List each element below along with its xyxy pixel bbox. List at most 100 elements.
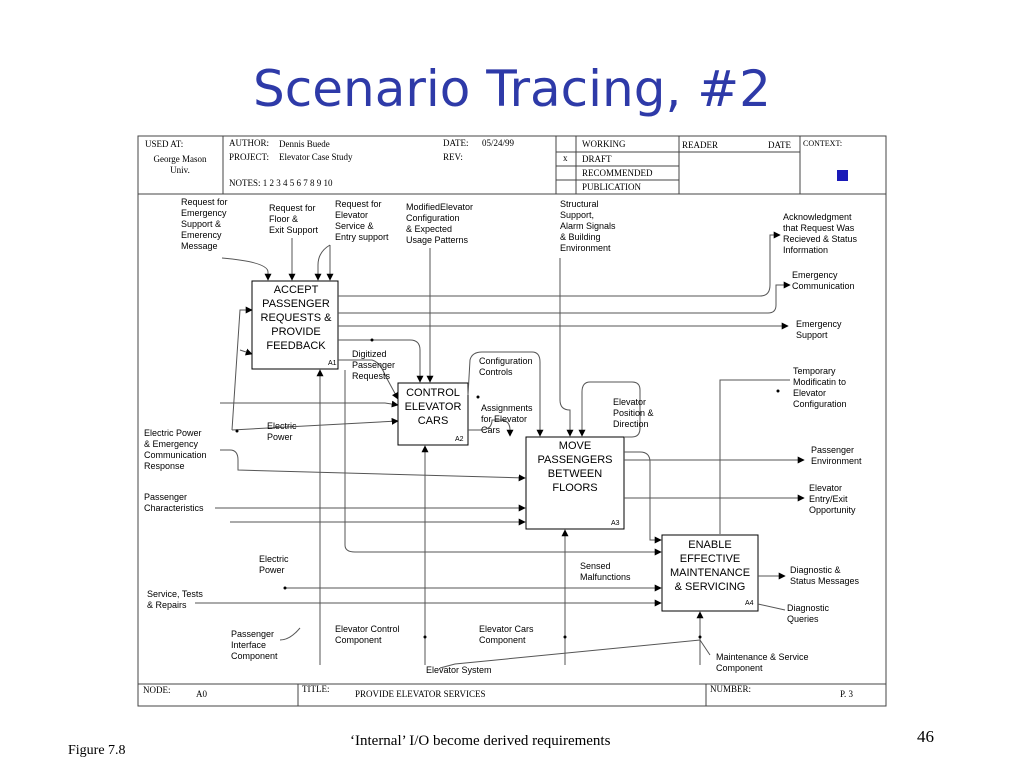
label-entry-exit-2: Entry/Exit: [809, 494, 848, 504]
author-value: Dennis Buede: [279, 139, 330, 149]
used-at-line-1: George Mason: [153, 154, 207, 164]
activity-a3: MOVE PASSENGERS BETWEEN FLOORS A3: [525, 436, 625, 530]
label-request-support-2: Emergency: [181, 208, 227, 218]
label-pass-env: Passenger: [811, 445, 854, 455]
label-modified-config-2: Configuration: [406, 213, 460, 223]
label-elev-position: Elevator: [613, 397, 646, 407]
header-text: USED AT: George Mason Univ. AUTHOR: Denn…: [145, 138, 842, 192]
activity-a1-line-1: ACCEPT: [274, 284, 319, 296]
flow-arrows: [195, 231, 805, 669]
label-structural-2: Support,: [560, 210, 594, 220]
context-label: CONTEXT:: [803, 139, 842, 148]
activity-a1: ACCEPT PASSENGER REQUESTS & PROVIDE FEED…: [251, 280, 339, 370]
node-label: NODE:: [143, 685, 171, 695]
label-assignments: Assignments: [481, 403, 533, 413]
activity-a1-line-3: REQUESTS &: [261, 312, 333, 324]
label-diag-status: Diagnostic &: [790, 565, 841, 575]
label-electric-power-2-2: Power: [259, 565, 285, 575]
label-elev-cars-2: Component: [479, 635, 526, 645]
activity-a4-line-3: MAINTENANCE: [670, 567, 750, 579]
label-pass-char-2: Characteristics: [144, 503, 204, 513]
label-diag-status-2: Status Messages: [790, 576, 860, 586]
footer-text: NODE: A0 TITLE: PROVIDE ELEVATOR SERVICE…: [143, 684, 854, 699]
label-ack: Acknowledgment: [783, 212, 852, 222]
label-emerg-support: Emergency: [796, 319, 842, 329]
project-value: Elevator Case Study: [279, 152, 353, 162]
label-sensed-2: Malfunctions: [580, 572, 631, 582]
date-label: DATE:: [443, 138, 469, 148]
label-pass-iface-2: Interface: [231, 640, 266, 650]
label-emerg-comm: Emergency: [792, 270, 838, 280]
label-elev-control-2: Component: [335, 635, 382, 645]
used-at-line-2: Univ.: [170, 165, 190, 175]
activity-a1-line-5: FEEDBACK: [266, 340, 326, 352]
reader-label: READER: [682, 140, 718, 150]
label-digitized-2: Passenger: [352, 360, 395, 370]
status-working: WORKING: [582, 139, 626, 149]
label-structural-4: & Building: [560, 232, 601, 242]
label-config-controls-2: Controls: [479, 367, 513, 377]
title-value: PROVIDE ELEVATOR SERVICES: [355, 689, 485, 699]
label-electric-power-1: Electric: [267, 421, 297, 431]
activity-a2: CONTROL ELEVATOR CARS A2: [397, 382, 469, 446]
figure-label: Figure 7.8: [68, 743, 126, 758]
label-assignments-2: for Elevator: [481, 414, 527, 424]
author-label: AUTHOR:: [229, 138, 269, 148]
footer-grid: [138, 683, 886, 706]
activity-a2-line-1: CONTROL: [406, 387, 460, 399]
activity-a3-id: A3: [611, 520, 620, 527]
status-mark: x: [563, 153, 568, 163]
activity-a2-line-3: CARS: [418, 415, 449, 427]
label-electric-power-2: Electric: [259, 554, 289, 564]
flow-labels: Request for Emergency Support & Emerency…: [144, 197, 862, 675]
date-value: 05/24/99: [482, 138, 515, 148]
label-structural-5: Environment: [560, 243, 611, 253]
used-at-label: USED AT:: [145, 139, 183, 149]
label-electric-power-main: Electric Power: [144, 428, 202, 438]
label-emerg-support-2: Support: [796, 330, 828, 340]
junction-dots: [235, 338, 780, 639]
label-request-service-3: Service &: [335, 221, 374, 231]
label-temp-mod: Temporary: [793, 366, 836, 376]
label-maint-2: Component: [716, 663, 763, 673]
rev-label: REV:: [443, 152, 463, 162]
label-digitized: Digitized: [352, 349, 387, 359]
label-modified-config: ModifiedElevator: [406, 202, 473, 212]
page-number: 46: [917, 727, 934, 746]
label-structural: Structural: [560, 199, 599, 209]
label-pass-iface-3: Component: [231, 651, 278, 661]
reader-date-label: DATE: [768, 140, 791, 150]
title-label: TITLE:: [302, 684, 330, 694]
label-elev-cars: Elevator Cars: [479, 624, 534, 634]
label-temp-mod-2: Modificatin to: [793, 377, 846, 387]
activity-a4: ENABLE EFFECTIVE MAINTENANCE & SERVICING…: [661, 534, 759, 612]
label-elev-position-3: Direction: [613, 419, 649, 429]
label-request-service-2: Elevator: [335, 210, 368, 220]
status-publication: PUBLICATION: [582, 182, 642, 192]
label-diag-queries-2: Queries: [787, 614, 819, 624]
label-temp-mod-4: Configuration: [793, 399, 847, 409]
activity-a3-line-2: PASSENGERS: [538, 454, 613, 466]
label-elev-position-2: Position &: [613, 408, 654, 418]
label-entry-exit: Elevator: [809, 483, 842, 493]
label-sensed: Sensed: [580, 561, 611, 571]
label-diag-queries: Diagnostic: [787, 603, 830, 613]
label-electric-power-1-2: Power: [267, 432, 293, 442]
activity-a4-id: A4: [745, 600, 754, 607]
node-value: A0: [196, 689, 207, 699]
activity-a1-id: A1: [328, 360, 337, 367]
label-assignments-3: Cars: [481, 425, 501, 435]
label-request-service: Request for: [335, 199, 382, 209]
label-digitized-3: Requests: [352, 371, 391, 381]
header-grid: [138, 136, 886, 195]
status-recommended: RECOMMENDED: [582, 168, 653, 178]
label-elev-control: Elevator Control: [335, 624, 400, 634]
label-pass-iface: Passenger: [231, 629, 274, 639]
label-pass-env-2: Environment: [811, 456, 862, 466]
label-electric-power-main-2: & Emergency: [144, 439, 199, 449]
activity-a4-line-1: ENABLE: [688, 539, 731, 551]
number-label: NUMBER:: [710, 684, 751, 694]
label-request-floor-3: Exit Support: [269, 225, 319, 235]
label-request-service-4: Entry support: [335, 232, 389, 242]
label-electric-power-main-3: Communication: [144, 450, 207, 460]
